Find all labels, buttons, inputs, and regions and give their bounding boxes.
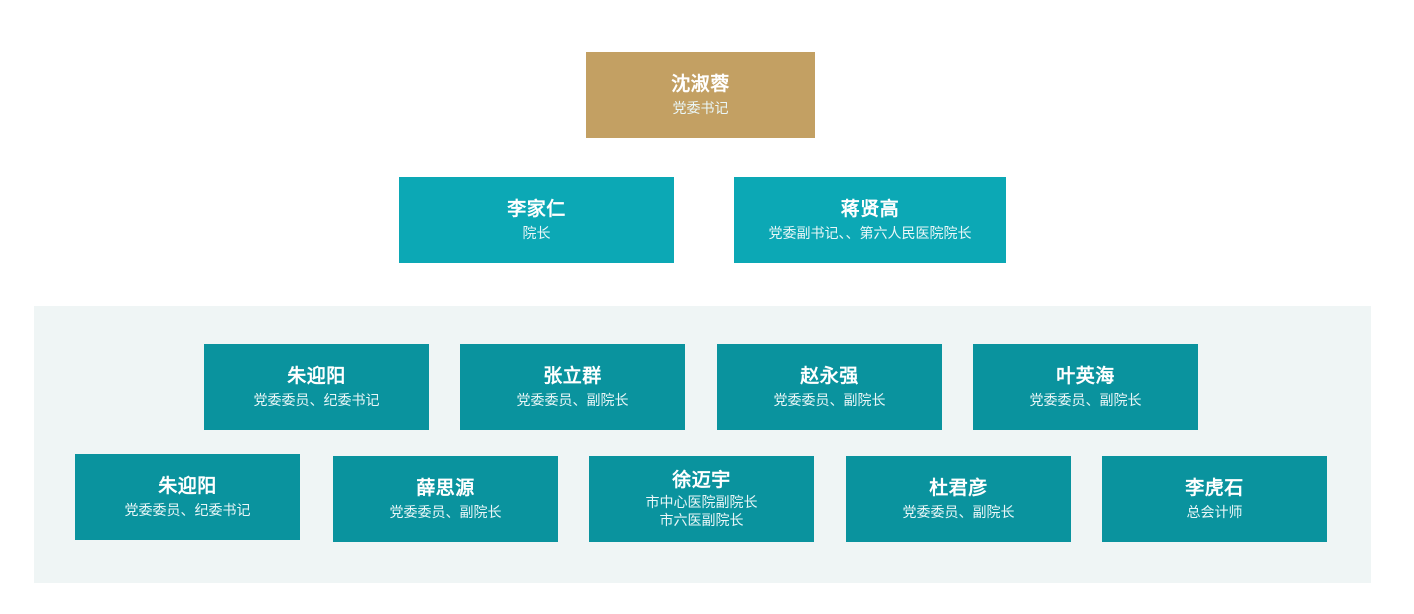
person-name: 徐迈宇 xyxy=(672,469,731,491)
org-card-member[interactable]: 杜君彦 党委委员、副院长 xyxy=(846,456,1071,542)
person-name: 叶英海 xyxy=(1056,365,1115,387)
org-card-deputy-secretary[interactable]: 蒋贤高 党委副书记、、第六人民医院院长 xyxy=(734,177,1006,263)
person-title: 党委书记 xyxy=(672,101,729,117)
org-card-member[interactable]: 赵永强 党委委员、副院长 xyxy=(717,344,942,430)
person-title: 党委委员、纪委书记 xyxy=(253,393,380,409)
org-card-party-secretary[interactable]: 沈淑蓉 党委书记 xyxy=(586,52,815,138)
person-name: 张立群 xyxy=(543,365,602,387)
org-card-member[interactable]: 薛思源 党委委员、副院长 xyxy=(333,456,558,542)
person-title-line: 市六医副院长 xyxy=(659,513,744,529)
person-title: 市中心医院副院长 市六医副院长 xyxy=(646,494,758,530)
person-name: 杜君彦 xyxy=(929,477,988,499)
person-name: 蒋贤高 xyxy=(840,198,900,220)
person-title: 党委委员、副院长 xyxy=(389,505,502,521)
person-name: 沈淑蓉 xyxy=(671,73,730,95)
person-title: 党委委员、副院长 xyxy=(1029,393,1142,409)
org-card-member[interactable]: 朱迎阳 党委委员、纪委书记 xyxy=(75,454,300,540)
person-name: 李家仁 xyxy=(507,198,566,220)
person-name: 朱迎阳 xyxy=(158,475,217,497)
org-card-member[interactable]: 张立群 党委委员、副院长 xyxy=(460,344,685,430)
person-title: 党委委员、纪委书记 xyxy=(124,503,251,519)
org-card-member[interactable]: 朱迎阳 党委委员、纪委书记 xyxy=(204,344,429,430)
person-title: 总会计师 xyxy=(1186,505,1243,521)
person-title: 党委委员、副院长 xyxy=(773,393,886,409)
person-name: 李虎石 xyxy=(1185,477,1244,499)
person-title-line: 市中心医院副院长 xyxy=(645,495,758,511)
org-card-member[interactable]: 李虎石 总会计师 xyxy=(1102,456,1327,542)
person-name: 薛思源 xyxy=(416,477,475,499)
person-title: 党委委员、副院长 xyxy=(902,505,1015,521)
person-title: 党委委员、副院长 xyxy=(516,393,629,409)
person-title: 党委副书记、、第六人民医院院长 xyxy=(768,226,972,242)
org-card-member[interactable]: 叶英海 党委委员、副院长 xyxy=(973,344,1198,430)
person-title: 院长 xyxy=(522,226,551,242)
org-card-member[interactable]: 徐迈宇 市中心医院副院长 市六医副院长 xyxy=(589,456,814,542)
person-name: 朱迎阳 xyxy=(287,365,346,387)
person-name: 赵永强 xyxy=(800,365,859,387)
org-card-president[interactable]: 李家仁 院长 xyxy=(399,177,674,263)
